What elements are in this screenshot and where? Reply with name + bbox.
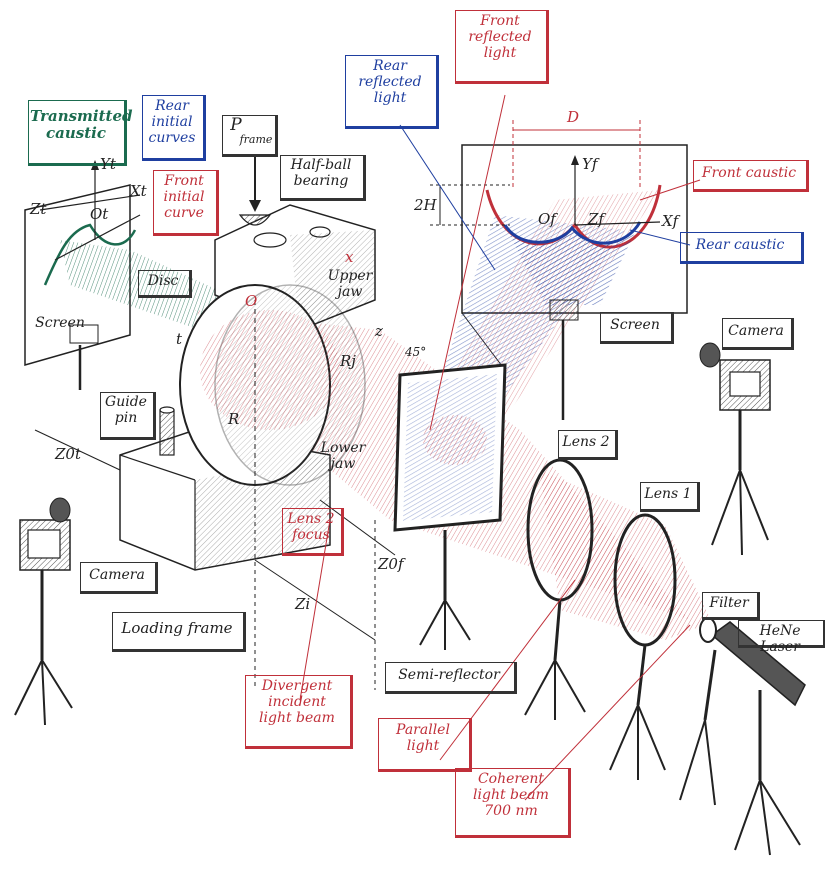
symbol-x: x: [345, 248, 353, 266]
camera-right-label: Camera: [722, 323, 790, 339]
coherent-beam-label: Coherent light beam 700 nm: [455, 771, 567, 819]
symbol-t: t: [176, 330, 182, 348]
symbol-z: z: [375, 322, 383, 340]
front-reflected-light-label: Front reflected light: [455, 13, 545, 61]
camera-left-label: Camera: [80, 567, 154, 583]
symbol-zt: Zt: [30, 200, 46, 218]
lens2-focus-label: Lens 2 focus: [282, 511, 340, 543]
p-frame-subscript: frame: [236, 134, 276, 147]
symbol-of: Of: [538, 210, 556, 228]
lens1-label: Lens 1: [640, 486, 696, 502]
front-caustic-label: Front caustic: [693, 165, 805, 181]
symbol-z0f: Z0f: [378, 555, 404, 573]
semi-reflector-shape: [395, 365, 505, 650]
symbol-zf: Zf: [588, 210, 604, 228]
load-arrow: [240, 155, 270, 225]
laser-label: HeNe Laser: [738, 623, 822, 655]
symbol-ot: Ot: [90, 205, 108, 223]
divergent-beam-label: Divergent incident light beam: [245, 678, 349, 726]
lens2-label: Lens 2: [558, 434, 614, 450]
symbol-2h: 2H: [414, 196, 437, 214]
left-camera-shape: [15, 498, 72, 725]
front-initial-curve-label: Front initial curve: [153, 173, 215, 221]
symbol-r: R: [228, 410, 239, 428]
loading-frame-label: Loading frame: [112, 620, 242, 637]
symbol-xf: Xf: [662, 212, 678, 230]
symbol-d: D: [567, 108, 579, 126]
rear-initial-curves-label: Rear initial curves: [142, 98, 202, 146]
symbol-o: O: [245, 292, 257, 310]
symbol-yt: Yt: [100, 155, 116, 173]
half-ball-bearing-label: Half-ball bearing: [280, 157, 362, 189]
symbol-yf: Yf: [582, 155, 597, 173]
semi-reflector-label: Semi-reflector: [385, 667, 513, 683]
symbol-zi: Zi: [295, 595, 310, 613]
transmitted-caustic-label: Transmitted caustic: [30, 108, 122, 143]
symbol-rj: Rj: [340, 352, 356, 370]
rear-caustic-label: Rear caustic: [680, 237, 800, 253]
screen-right-label: Screen: [600, 317, 670, 333]
rear-reflected-light-label: Rear reflected light: [345, 58, 435, 106]
filter-label: Filter: [702, 595, 756, 611]
symbol-xt: Xt: [130, 182, 147, 200]
parallel-light-label: Parallel light: [378, 722, 468, 754]
guide-pin-shape: [160, 407, 174, 455]
screen-left-label: Screen: [30, 315, 90, 331]
disc-label: Disc: [138, 273, 188, 289]
right-camera-shape: [700, 343, 770, 555]
symbol-angle45: 45°: [405, 345, 426, 359]
lower-jaw-label: Lower jaw: [318, 440, 368, 472]
guide-pin-label: Guide pin: [100, 394, 152, 426]
upper-jaw-label: Upper jaw: [325, 268, 375, 300]
symbol-z0t: Z0t: [55, 445, 81, 463]
